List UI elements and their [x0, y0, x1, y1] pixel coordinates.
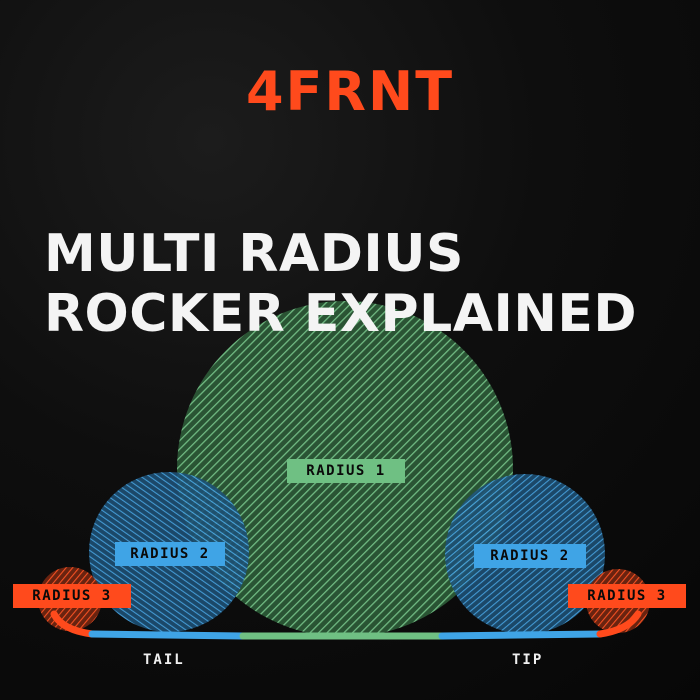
- title-line-1: MULTI RADIUS: [44, 224, 464, 284]
- tail-label: TAIL: [143, 652, 185, 668]
- ski-tip-segment: [596, 610, 642, 638]
- radius-3-tail-label: RADIUS 3: [13, 584, 131, 608]
- radius-3-tip-label: RADIUS 3: [568, 584, 686, 608]
- page-title: MULTI RADIUS ROCKER EXPLAINED: [44, 224, 637, 344]
- ski-tip-transition-segment: [438, 630, 604, 640]
- ski-profile: [50, 610, 642, 640]
- radius-2-tip-label: RADIUS 2: [474, 544, 586, 568]
- title-line-2: ROCKER EXPLAINED: [44, 284, 638, 344]
- ski-tail-segment: [50, 610, 96, 638]
- brand-logo: 4FRNT: [245, 60, 455, 123]
- radius-1-label: RADIUS 1: [287, 459, 405, 483]
- radius-2-tail-label: RADIUS 2: [115, 542, 225, 566]
- tip-label: TIP: [512, 652, 544, 668]
- ski-tail-transition-segment: [88, 630, 247, 640]
